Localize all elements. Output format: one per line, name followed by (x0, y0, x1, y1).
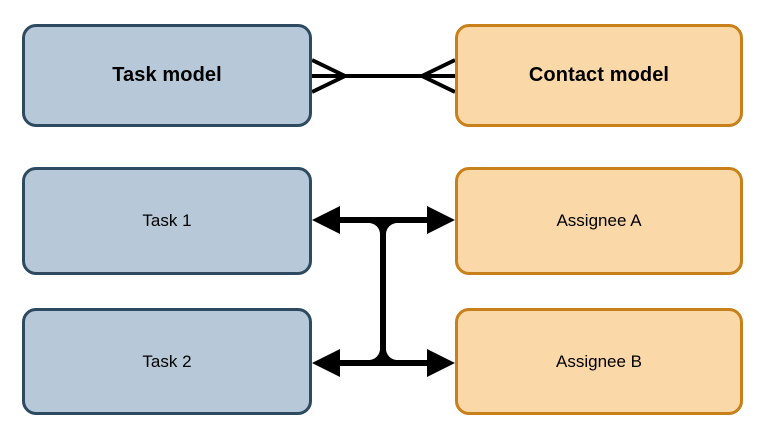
junction-fillet-br (380, 344, 402, 366)
node-task-1[interactable]: Task 1 (22, 167, 312, 275)
arrowhead-left-icon (312, 206, 340, 234)
node-contact-model[interactable]: Contact model (455, 24, 743, 127)
node-task-model[interactable]: Task model (22, 24, 312, 127)
node-assignee-b-label: Assignee B (556, 351, 642, 371)
junction-fillet-tr (380, 217, 402, 239)
node-contact-model-label: Contact model (528, 64, 670, 86)
node-task-model-label: Task model (112, 64, 222, 86)
edge-assignment-junction (364, 217, 402, 366)
node-assignee-b[interactable]: Assignee B (455, 308, 743, 415)
node-assignee-a-label: Assignee A (556, 211, 642, 231)
node-task-1-label: Task 1 (142, 211, 192, 231)
arrowhead-left-icon (312, 349, 340, 377)
arrowhead-right-icon (427, 206, 455, 234)
edge-task-model-to-contact-model (311, 58, 456, 94)
edge-task-1-to-assignee-a (312, 206, 455, 234)
node-assignee-a[interactable]: Assignee A (455, 167, 743, 275)
node-task-2-label: Task 2 (142, 351, 192, 371)
junction-fillet-tl (364, 217, 386, 239)
crows-foot-left-icon (311, 58, 346, 94)
crows-foot-right-icon (421, 58, 456, 94)
junction-fillet-bl (364, 344, 386, 366)
edge-task-2-to-assignee-b (312, 349, 455, 377)
node-task-2[interactable]: Task 2 (22, 308, 312, 415)
arrowhead-right-icon (427, 349, 455, 377)
